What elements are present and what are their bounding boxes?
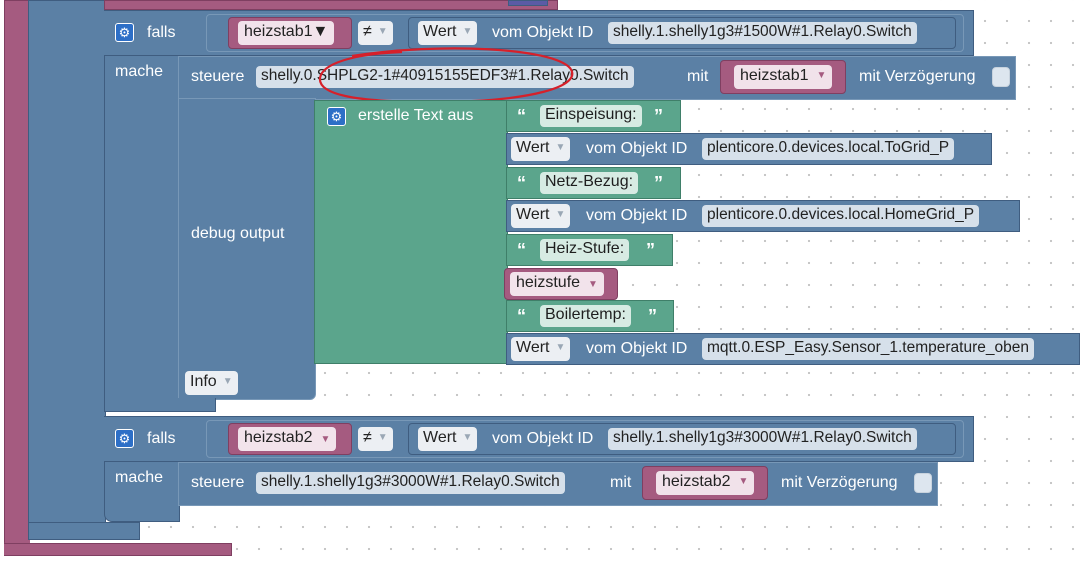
value-mode-label: Wert bbox=[423, 23, 457, 41]
control-variable-dropdown[interactable]: heizstab1 ▼ bbox=[734, 65, 833, 89]
control-variable-name: heizstab2 bbox=[662, 473, 731, 491]
do-label: mache bbox=[115, 469, 164, 486]
gear-icon[interactable]: ⚙ bbox=[115, 23, 134, 42]
debug-output-block[interactable] bbox=[178, 98, 316, 400]
control-object-id-prefix: shelly.0. bbox=[261, 67, 317, 84]
text-field[interactable]: Heiz-Stufe: bbox=[540, 239, 630, 261]
chevron-down-icon: ▼ bbox=[816, 70, 827, 81]
top-cutoff-block-inner[interactable] bbox=[508, 0, 548, 6]
chevron-down-icon: ▼ bbox=[312, 23, 329, 40]
operator-dropdown[interactable]: ≠▼ bbox=[358, 427, 393, 451]
create-text-label: erstelle Text aus bbox=[358, 107, 474, 124]
close-quote-icon: ” bbox=[648, 306, 657, 326]
operator-dropdown[interactable]: ≠▼ bbox=[358, 21, 393, 45]
object-id-field[interactable]: shelly.1.shelly1g3#1500W#1.Relay0.Switch bbox=[608, 22, 917, 44]
top-cutoff-block[interactable] bbox=[104, 0, 558, 10]
object-label: vom Objekt ID bbox=[586, 140, 688, 157]
chevron-down-icon: ▼ bbox=[377, 26, 388, 37]
open-quote-icon: “ bbox=[517, 173, 526, 193]
object-label: vom Objekt ID bbox=[586, 340, 688, 357]
control-object-id-field[interactable]: shelly.0.SHPLG2-1#40915155EDF3#1.Relay0.… bbox=[256, 66, 634, 88]
object-id-field[interactable]: shelly.1.shelly1g3#3000W#1.Relay0.Switch bbox=[608, 428, 917, 450]
if-block-1[interactable] bbox=[104, 10, 180, 408]
object-label: vom Objekt ID bbox=[492, 430, 594, 447]
value-mode-dropdown[interactable]: Wert ▼ bbox=[418, 21, 478, 45]
if-block-1-footer[interactable] bbox=[104, 398, 216, 412]
text-field[interactable]: Boilertemp: bbox=[540, 305, 631, 327]
chevron-down-icon: ▼ bbox=[555, 342, 566, 353]
gear-icon[interactable]: ⚙ bbox=[327, 107, 346, 126]
control-label: steuere bbox=[191, 68, 245, 85]
object-id-field[interactable]: mqtt.0.ESP_Easy.Sensor_1.temperature_obe… bbox=[702, 338, 1034, 360]
create-text-block[interactable] bbox=[314, 100, 508, 364]
variable-name: heizstab1 bbox=[244, 23, 313, 40]
operator-label: ≠ bbox=[363, 429, 372, 447]
value-mode-dropdown[interactable]: Wert ▼ bbox=[511, 337, 571, 361]
control-variable-dropdown[interactable]: heizstab2 ▼ bbox=[656, 471, 755, 495]
value-mode-dropdown[interactable]: Wert ▼ bbox=[511, 137, 571, 161]
object-label: vom Objekt ID bbox=[492, 24, 594, 41]
chevron-down-icon: ▼ bbox=[377, 432, 388, 443]
open-quote-icon: “ bbox=[517, 106, 526, 126]
object-id-field[interactable]: plenticore.0.devices.local.HomeGrid_P bbox=[702, 205, 980, 227]
debug-level-label: Info bbox=[190, 373, 217, 391]
control-object-id-field[interactable]: shelly.1.shelly1g3#3000W#1.Relay0.Switch bbox=[256, 472, 565, 494]
variable-name: heizstab2 bbox=[244, 429, 313, 446]
chevron-down-icon: ▼ bbox=[462, 432, 473, 443]
control-variable-name: heizstab1 bbox=[740, 67, 809, 85]
debug-output-label: debug output bbox=[191, 225, 285, 242]
variable-dropdown[interactable]: heizstufe ▼ bbox=[510, 272, 604, 296]
chevron-down-icon: ▼ bbox=[738, 476, 749, 487]
chevron-down-icon: ▼ bbox=[555, 209, 566, 220]
chevron-down-icon: ▼ bbox=[588, 279, 598, 290]
variable-name: heizstufe bbox=[516, 274, 581, 291]
chevron-down-icon: ▼ bbox=[462, 26, 473, 37]
delay-checkbox[interactable] bbox=[914, 473, 932, 493]
object-label: vom Objekt ID bbox=[586, 207, 688, 224]
open-quote-icon: “ bbox=[517, 240, 526, 260]
control-object-id-rest: SHPLG2-1#40915155EDF3#1.Relay0.Switch bbox=[316, 67, 629, 84]
chevron-down-icon: ▼ bbox=[222, 376, 233, 387]
variable-dropdown[interactable]: heizstab2 ▼ bbox=[238, 427, 337, 451]
object-id-field[interactable]: plenticore.0.devices.local.ToGrid_P bbox=[702, 138, 955, 160]
text-field[interactable]: Netz-Bezug: bbox=[540, 172, 639, 194]
red-annotation-circle bbox=[318, 47, 574, 104]
chevron-down-icon: ▼ bbox=[555, 142, 566, 153]
with-label: mit bbox=[610, 474, 632, 491]
if-container-block-footer[interactable] bbox=[28, 522, 140, 540]
debug-level-dropdown[interactable]: Info ▼ bbox=[185, 371, 238, 395]
operator-label: ≠ bbox=[363, 23, 372, 41]
chevron-down-icon: ▼ bbox=[320, 434, 331, 445]
do-label: mache bbox=[115, 63, 164, 80]
value-mode-label: Wert bbox=[516, 206, 550, 224]
with-label: mit bbox=[687, 68, 709, 85]
close-quote-icon: ” bbox=[646, 240, 655, 260]
text-field[interactable]: Einspeisung: bbox=[540, 105, 642, 127]
outer-container-block[interactable] bbox=[4, 0, 30, 556]
close-quote-icon: ” bbox=[654, 173, 663, 193]
open-quote-icon: “ bbox=[517, 306, 526, 326]
close-quote-icon: ” bbox=[654, 106, 663, 126]
delay-label: mit Verzögerung bbox=[781, 474, 898, 491]
if-label: falls bbox=[147, 430, 176, 447]
gear-icon[interactable]: ⚙ bbox=[115, 429, 134, 448]
value-mode-dropdown[interactable]: Wert ▼ bbox=[511, 204, 571, 228]
delay-label: mit Verzögerung bbox=[859, 68, 976, 85]
value-mode-label: Wert bbox=[423, 429, 457, 447]
delay-checkbox[interactable] bbox=[992, 67, 1010, 87]
outer-container-block-footer[interactable] bbox=[4, 543, 232, 556]
if-label: falls bbox=[147, 24, 176, 41]
control-label: steuere bbox=[191, 474, 245, 491]
value-mode-dropdown[interactable]: Wert ▼ bbox=[418, 427, 478, 451]
variable-dropdown[interactable]: heizstab1▼ bbox=[238, 21, 335, 45]
if-container-block[interactable] bbox=[28, 0, 106, 540]
value-mode-label: Wert bbox=[516, 339, 550, 357]
value-mode-label: Wert bbox=[516, 139, 550, 157]
